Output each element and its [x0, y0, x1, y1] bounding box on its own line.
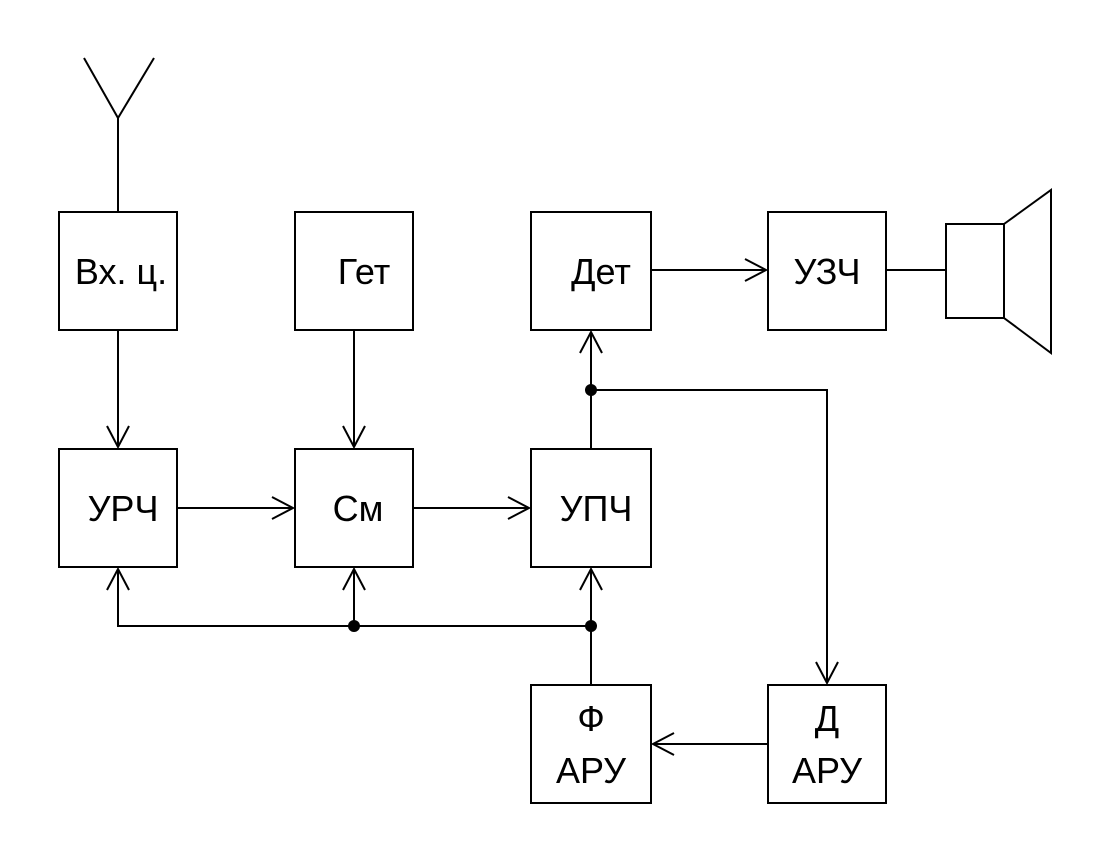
- junction-dot: [585, 620, 597, 632]
- block-input-circuit-label: Вх. ц.: [75, 251, 167, 292]
- block-mixer-label: См: [333, 488, 384, 529]
- block-agc-filter-label-1: Ф: [577, 698, 604, 739]
- block-heterodyne-label: Гет: [338, 251, 390, 292]
- block-rf-amplifier-label: УРЧ: [88, 488, 159, 529]
- wire-mixer-to-if-amp: [413, 496, 532, 520]
- wire-rf-amp-to-mixer: [177, 496, 296, 520]
- junction-dot: [348, 620, 360, 632]
- wire-detector-to-audio-amp: [651, 258, 769, 282]
- block-agc-filter: Ф АРУ: [530, 684, 652, 804]
- antenna-icon: [83, 57, 155, 212]
- block-heterodyne: Гет: [294, 211, 414, 331]
- wire-heterodyne-to-mixer: [342, 330, 366, 450]
- block-if-amplifier-label: УПЧ: [560, 488, 633, 529]
- block-detector: Дет: [530, 211, 652, 331]
- block-agc-detector: Д АРУ: [767, 684, 887, 804]
- block-rf-amplifier: УРЧ: [58, 448, 178, 568]
- block-mixer: См: [294, 448, 414, 568]
- wire-if-tap-to-agc-detector: [591, 389, 839, 686]
- block-audio-amplifier-label: УЗЧ: [793, 251, 860, 292]
- block-if-amplifier: УПЧ: [530, 448, 652, 568]
- block-agc-detector-label-1: Д: [815, 698, 839, 739]
- junction-dot: [585, 384, 597, 396]
- wire-agc-detector-to-agc-filter: [650, 732, 768, 756]
- wire-input-to-rf-amp: [106, 330, 130, 450]
- wire-agc-bus: [106, 566, 603, 685]
- speaker-icon: [886, 188, 1052, 355]
- block-audio-amplifier: УЗЧ: [767, 211, 887, 331]
- block-input-circuit: Вх. ц.: [58, 211, 178, 331]
- block-detector-label: Дет: [571, 251, 631, 292]
- block-agc-detector-label-2: АРУ: [792, 750, 863, 791]
- block-agc-filter-label-2: АРУ: [556, 750, 627, 791]
